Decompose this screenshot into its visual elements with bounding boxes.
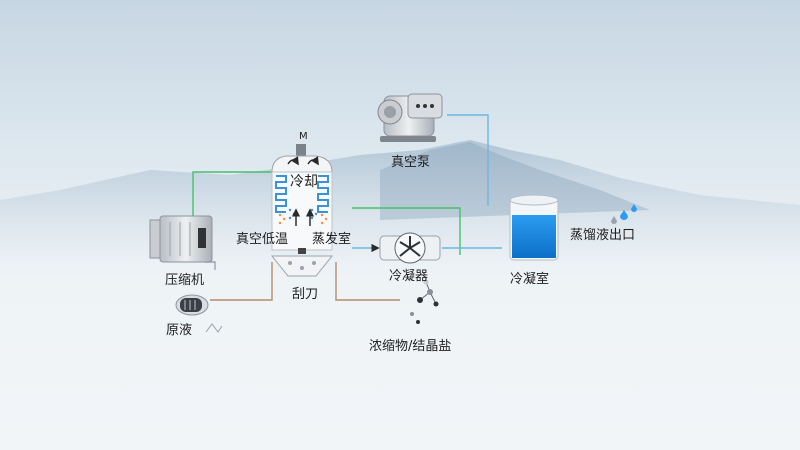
compressor-icon (149, 215, 213, 263)
condenser-icon (379, 232, 441, 264)
motor-label: M (299, 131, 308, 142)
concentrate-label: 浓缩物/结晶盐 (369, 339, 452, 354)
pipe-evaporator-condensing (352, 207, 461, 255)
pipe-compressor-evaporator (192, 171, 272, 222)
water-drops-icon (611, 204, 637, 224)
scraper-icon (270, 248, 334, 277)
pipe-concentrate (335, 262, 400, 301)
condensing-chamber-label: 冷凝室 (510, 272, 550, 287)
pipe-vacuum (447, 114, 489, 198)
evaporation-chamber-label: 蒸发室 (312, 232, 352, 247)
condenser-label: 冷凝器 (389, 269, 429, 284)
vacuum-pump-icon (377, 93, 443, 142)
compressor-label: 压缩机 (165, 273, 205, 288)
evaporator-icon (271, 144, 333, 251)
cooling-label: 冷却 (290, 174, 318, 190)
raw-liquid-label: 原液 (166, 323, 193, 338)
pipe-raw-feed (210, 262, 273, 301)
raw-liquid-icon (175, 294, 223, 333)
condensing-chamber-icon (509, 194, 559, 261)
distillate-outlet-label: 蒸馏液出口 (570, 228, 636, 243)
vacuum-low-temp-label: 真空低温 (236, 232, 289, 247)
scraper-label: 刮刀 (292, 287, 319, 302)
vacuum-pump-label: 真空泵 (391, 155, 431, 170)
molecule-icon (410, 279, 439, 324)
